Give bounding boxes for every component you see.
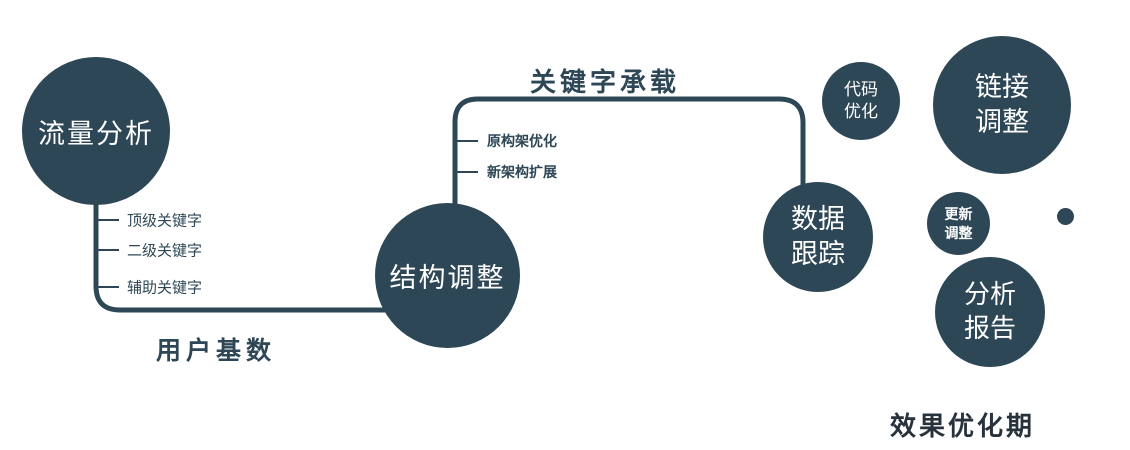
node-structure-adjust: 结构调整 <box>375 203 520 348</box>
node-traffic-analysis-label: 流量分析 <box>38 118 154 149</box>
node-data-tracking: 数据跟踪 <box>763 182 873 292</box>
edge-label-keyword-carry: 关键字承载 <box>530 67 681 97</box>
node-link-adjust: 链接调整 <box>933 36 1071 174</box>
branch-label-second-keyword: 二级关键字 <box>127 242 203 260</box>
branch-label-new-arch: 新架构扩展 <box>487 164 557 180</box>
node-data-tracking-label: 数据跟踪 <box>791 203 845 269</box>
node-code-optimize: 代码优化 <box>822 62 900 140</box>
footer-caption: 效果优化期 <box>890 411 1036 441</box>
dot-marker <box>1057 208 1074 225</box>
node-traffic-analysis: 流量分析 <box>22 57 170 205</box>
node-update-adjust: 更新调整 <box>927 192 990 255</box>
node-update-adjust-label: 更新调整 <box>944 206 973 241</box>
node-analysis-report: 分析报告 <box>935 257 1045 367</box>
branch-label-aux-keyword: 辅助关键字 <box>127 279 203 297</box>
node-code-optimize-label: 代码优化 <box>844 79 878 121</box>
edge-structure-tracking <box>452 96 806 240</box>
node-link-adjust-label: 链接调整 <box>975 71 1029 137</box>
edge-label-user-base: 用户基数 <box>156 337 277 365</box>
node-analysis-report-label: 分析报告 <box>963 279 1016 343</box>
branch-label-top-keyword: 顶级关键字 <box>127 212 203 230</box>
node-structure-adjust-label: 结构调整 <box>389 263 506 293</box>
branch-label-orig-arch: 原构架优化 <box>487 133 557 149</box>
